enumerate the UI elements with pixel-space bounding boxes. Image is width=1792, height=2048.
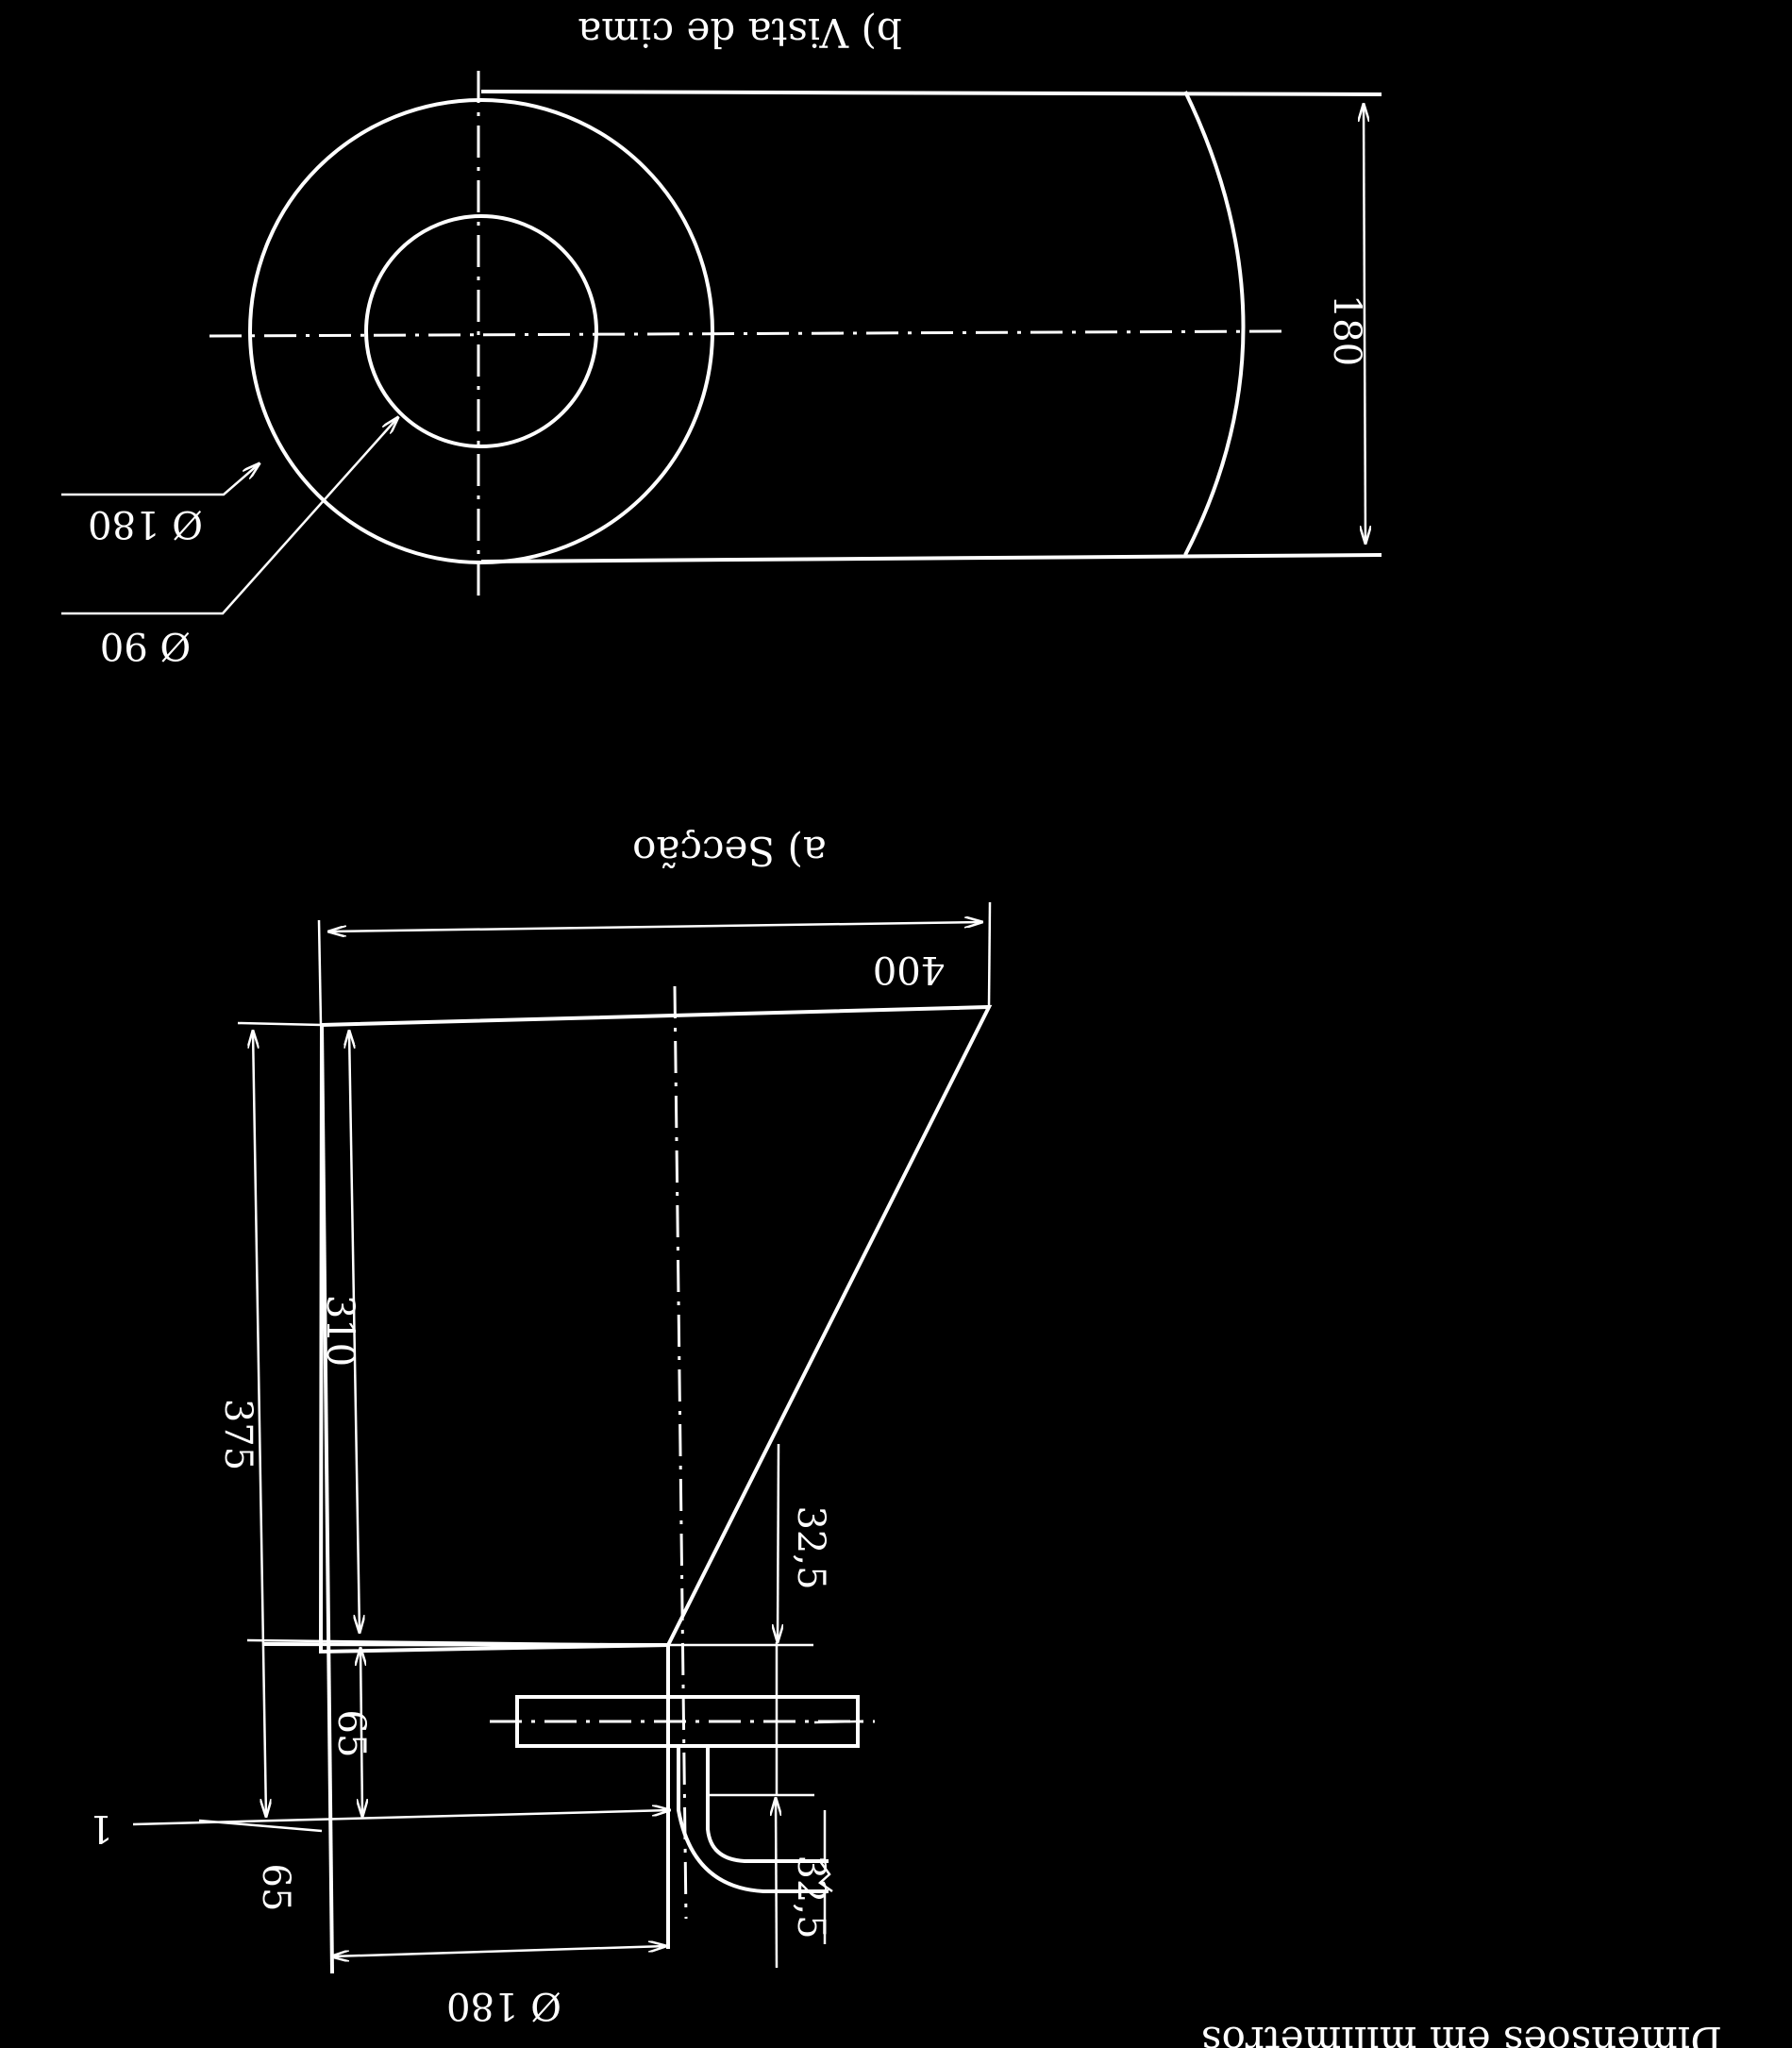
dim-400-extension-left — [317, 919, 323, 1026]
section-left-edge — [320, 1024, 334, 1974]
top-view-upper-edge — [480, 90, 1382, 96]
view-a-section: 400 375 310 65 Ø 180 65 32,5 32,5 — [89, 828, 993, 2027]
dim-400-label: 400 — [873, 948, 945, 991]
dim-32-5-top-line — [778, 1443, 779, 1642]
dim-310-line — [349, 1031, 360, 1633]
outer-diameter-label: Ø 180 — [88, 502, 203, 546]
inner-circle — [364, 214, 598, 448]
dim-180-label: 180 — [1325, 294, 1368, 366]
view-b-caption: b) Vista de cima — [578, 9, 901, 56]
dim-ext-top — [237, 1021, 323, 1027]
leader-inner-diameter — [61, 417, 398, 615]
top-view-lower-edge — [480, 553, 1382, 563]
dim-400-line — [328, 922, 982, 932]
inner-diameter-label: Ø 90 — [100, 624, 191, 667]
dim-32-5-top-label: 32,5 — [789, 1505, 832, 1589]
section-axis — [673, 985, 688, 1920]
section-body-outline — [318, 1004, 993, 1654]
marker-1-leader — [132, 1810, 670, 1826]
outer-circle — [248, 98, 714, 564]
dim-diameter-line — [331, 1946, 666, 1956]
pipe-break-mark — [817, 1810, 833, 1944]
units-note: Dimensões em milímetros — [1201, 2018, 1722, 2048]
bottom-offset-label: 65 — [254, 1864, 297, 1912]
dim-375-label: 375 — [216, 1399, 260, 1470]
dim-400-extension-right — [987, 901, 992, 1008]
outlet-pipe-right — [706, 1746, 829, 1863]
dim-32-5-bottom-line — [776, 1798, 777, 1969]
view-b-top-view: 180 Ø 180 Ø 90 b) Vista de cima — [61, 9, 1382, 667]
outlet-pipe-left — [677, 1746, 829, 1893]
dim-32-5-bottom-label: 32,5 — [789, 1855, 832, 1939]
marker-1-label: 1 — [89, 1806, 112, 1850]
horizontal-centerline — [209, 329, 1283, 338]
dim-375-line — [253, 1031, 266, 1817]
dim-310-label: 310 — [318, 1295, 361, 1367]
dim-65-label: 65 — [329, 1710, 373, 1758]
dim-ext-right-2 — [813, 1720, 859, 1724]
dim-ext-mid — [246, 1638, 669, 1647]
leader-outer-diameter — [61, 463, 260, 496]
dim-180-line — [1364, 104, 1365, 544]
dim-diameter-label: Ø 180 — [446, 1984, 561, 2027]
top-view-end-arc — [1183, 91, 1246, 556]
view-a-caption: a) Secção — [632, 828, 827, 874]
dim-65-line — [360, 1648, 362, 1817]
